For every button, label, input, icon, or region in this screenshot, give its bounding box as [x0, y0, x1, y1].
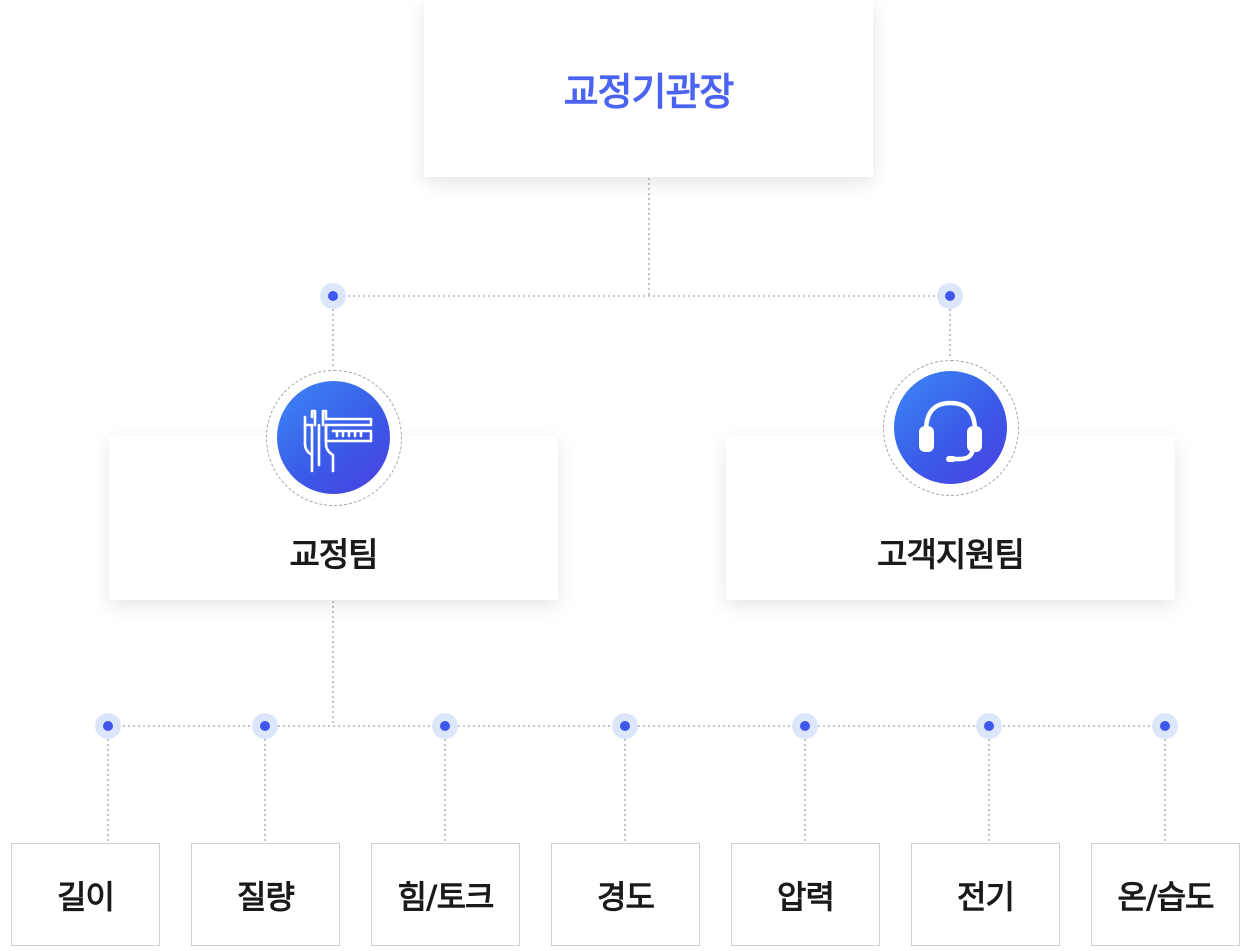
division-box-length: 길이	[11, 843, 160, 946]
org-head-label: 교정기관장	[563, 70, 735, 114]
team-icon-ring-customer-support	[883, 360, 1019, 496]
division-label-length: 길이	[57, 877, 115, 916]
division-box-force-torque: 힘/토크	[371, 843, 520, 946]
division-box-electricity: 전기	[911, 843, 1060, 946]
division-label-electricity: 전기	[957, 877, 1015, 916]
team-label-customer-support: 고객지원팀	[877, 535, 1025, 574]
team-icon-disc-customer-support	[894, 371, 1007, 484]
team-box-calibration: 교정팀	[109, 436, 558, 600]
node-dot-division-2	[252, 713, 278, 739]
node-dot-division-4	[612, 713, 638, 739]
division-label-force-torque: 힘/토크	[397, 877, 494, 916]
division-label-pressure: 압력	[777, 877, 835, 916]
node-dot-division-5	[792, 713, 818, 739]
caliper-icon	[303, 409, 373, 473]
team-icon-ring-calibration	[266, 370, 402, 506]
division-box-pressure: 압력	[731, 843, 880, 946]
node-dot-division-7	[1152, 713, 1178, 739]
node-dot-division-6	[976, 713, 1002, 739]
division-label-mass: 질량	[237, 877, 295, 916]
node-dot-division-3	[432, 713, 458, 739]
division-label-temp-humidity: 온/습도	[1117, 877, 1214, 916]
node-dot-division-1	[95, 713, 121, 739]
division-box-mass: 질량	[191, 843, 340, 946]
team-label-calibration: 교정팀	[289, 535, 378, 574]
headset-icon	[919, 400, 982, 462]
team-icon-disc-calibration	[277, 381, 390, 494]
division-label-hardness: 경도	[597, 877, 655, 916]
node-dot-team-left	[320, 283, 346, 309]
org-head-box: 교정기관장	[424, 0, 873, 177]
node-dot-team-right	[937, 283, 963, 309]
division-box-temp-humidity: 온/습도	[1091, 843, 1240, 946]
division-box-hardness: 경도	[551, 843, 700, 946]
